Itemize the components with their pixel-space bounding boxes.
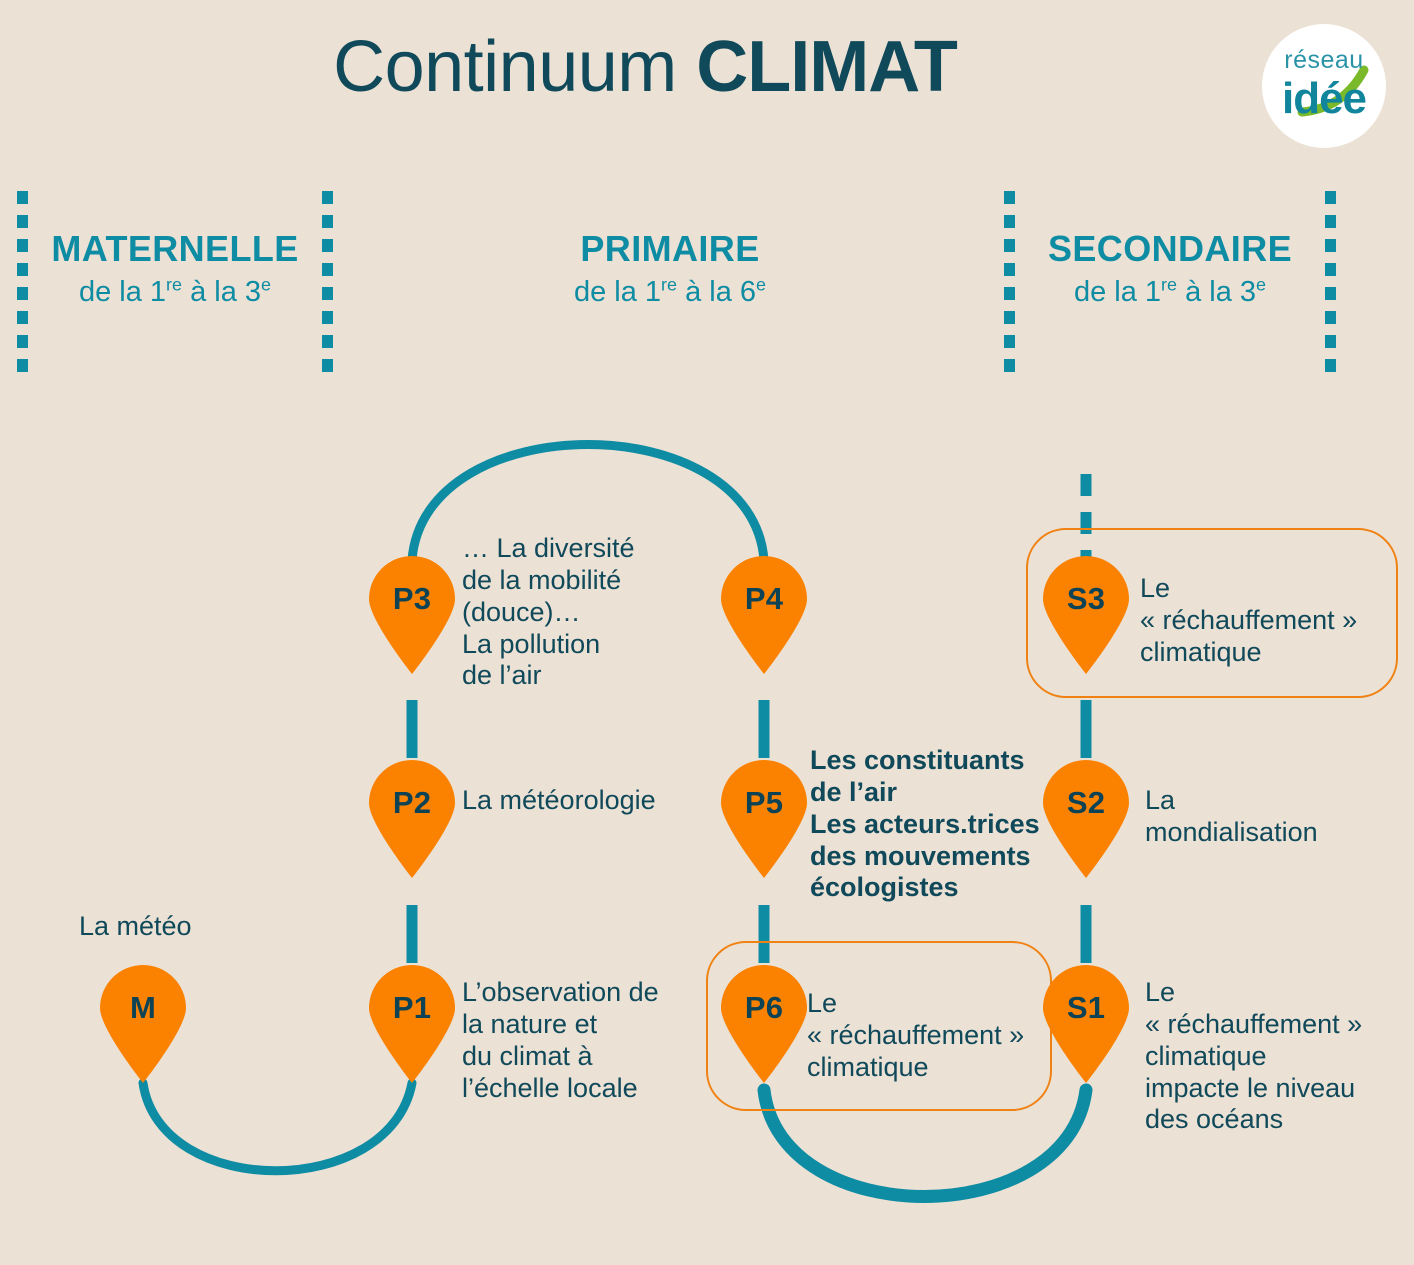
pin-p3[interactable]: P3	[369, 556, 455, 674]
sub-sup-1: re	[166, 274, 183, 295]
page-title-heavy: CLIMAT	[696, 27, 958, 107]
connector-p6-s1	[757, 1083, 1093, 1203]
map-pin-icon	[721, 760, 807, 878]
band-primaire-title: PRIMAIRE	[580, 228, 760, 269]
pin-p3-label: P3	[392, 581, 432, 616]
page-title: Continuum CLIMAT	[0, 27, 1290, 107]
pin-p5-label: P5	[744, 785, 784, 820]
pin-s1-label: S1	[1066, 990, 1106, 1025]
band-secondaire-sub: de la 1re à la 3e	[1010, 274, 1330, 309]
pin-p5[interactable]: P5	[721, 760, 807, 878]
map-pin-icon	[721, 965, 807, 1083]
sub-prefix: de la 1	[78, 276, 167, 308]
map-pin-icon	[1043, 965, 1129, 1083]
pin-p6[interactable]: P6	[721, 965, 807, 1083]
connector-p3-p4	[407, 440, 769, 565]
highlight-box-s3	[1026, 528, 1398, 698]
map-pin-icon	[369, 965, 455, 1083]
sub-mid: à la 6	[677, 276, 757, 308]
pin-s2-label: S2	[1066, 785, 1106, 820]
note-p6: Le « réchauffement » climatique	[807, 988, 1025, 1082]
pin-p2[interactable]: P2	[369, 760, 455, 878]
map-pin-icon	[1043, 760, 1129, 878]
pin-s3-label: S3	[1066, 581, 1106, 616]
sub-sup-1: re	[661, 274, 678, 295]
sub-sup-2: e	[756, 274, 767, 295]
pin-p4[interactable]: P4	[721, 556, 807, 674]
page-title-light: Continuum	[333, 27, 697, 107]
sub-sup-2: e	[1256, 274, 1267, 295]
pin-s1[interactable]: S1	[1043, 965, 1129, 1083]
pin-s3[interactable]: S3	[1043, 556, 1129, 674]
pin-p6-label: P6	[744, 990, 784, 1025]
sub-prefix: de la 1	[573, 276, 662, 308]
pin-p2-label: P2	[392, 785, 432, 820]
sub-prefix: de la 1	[1073, 276, 1162, 308]
band-secondaire-title: SECONDAIRE	[1047, 228, 1293, 269]
pin-s2[interactable]: S2	[1043, 760, 1129, 878]
pin-p4-label: P4	[744, 581, 784, 616]
map-pin-icon	[369, 760, 455, 878]
note-p3: … La diversité de la mobilité (douce)… L…	[462, 533, 635, 691]
divider-dots-1	[17, 191, 28, 381]
note-p5: Les constituants de l’air Les acteurs.tr…	[810, 745, 1040, 903]
note-p1: L’observation de la nature et du climat …	[462, 977, 659, 1103]
sub-sup-2: e	[261, 274, 272, 295]
pin-p1-label: P1	[392, 990, 432, 1025]
pin-p1[interactable]: P1	[369, 965, 455, 1083]
note-m: La météo	[79, 911, 192, 941]
map-pin-icon	[369, 556, 455, 674]
logo-text-reseau: réseau	[1284, 46, 1364, 74]
map-pin-icon	[721, 556, 807, 674]
reseau-idee-logo: réseau idée	[1262, 24, 1386, 148]
divider-dots-3	[1004, 191, 1015, 381]
divider-dots-2	[322, 191, 333, 381]
band-maternelle-title: MATERNELLE	[51, 228, 299, 269]
connector-m-p1	[138, 1078, 417, 1176]
map-pin-icon	[1043, 556, 1129, 674]
sub-mid: à la 3	[182, 276, 262, 308]
pin-m[interactable]: M	[100, 965, 186, 1083]
sub-sup-1: re	[1161, 274, 1178, 295]
note-p2: La météorologie	[462, 785, 656, 815]
band-maternelle: MATERNELLE de la 1re à la 3e	[17, 228, 333, 309]
note-s2: La mondialisation	[1145, 785, 1318, 847]
note-s3: Le « réchauffement » climatique	[1140, 573, 1358, 667]
sub-mid: à la 3	[1177, 276, 1257, 308]
band-primaire-sub: de la 1re à la 6e	[380, 274, 960, 309]
logo-text-idee: idée	[1281, 74, 1367, 123]
band-maternelle-sub: de la 1re à la 3e	[17, 274, 333, 309]
note-s1: Le « réchauffement » climatique impacte …	[1145, 977, 1363, 1135]
pin-m-label: M	[129, 990, 157, 1025]
map-pin-icon	[100, 965, 186, 1083]
divider-dots-4	[1325, 191, 1336, 381]
band-secondaire: SECONDAIRE de la 1re à la 3e	[1010, 228, 1330, 309]
band-primaire: PRIMAIRE de la 1re à la 6e	[380, 228, 960, 309]
